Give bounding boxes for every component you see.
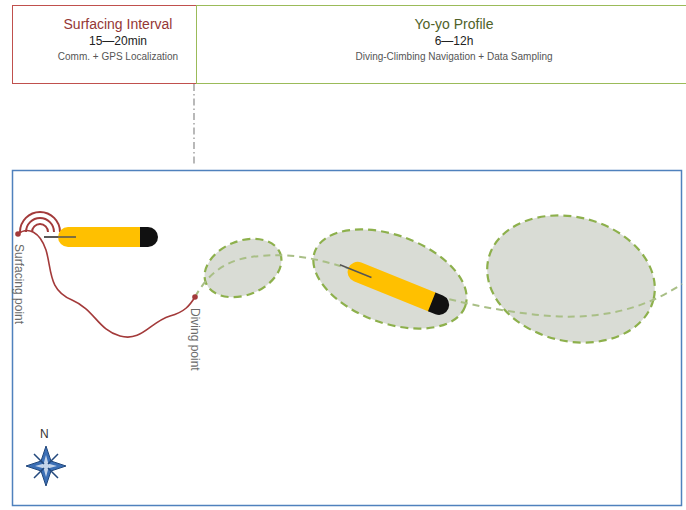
sampling-regions xyxy=(196,198,669,359)
glider-diving xyxy=(336,255,452,317)
diving-dot xyxy=(192,294,198,300)
phase-duration: 6—12h xyxy=(197,34,686,48)
phase-description: Comm. + GPS Localization xyxy=(13,51,223,62)
phase-description: Diving-Climbing Navigation + Data Sampli… xyxy=(197,51,686,62)
phase-title: Surfacing Interval xyxy=(13,16,223,32)
map-frame xyxy=(13,171,682,506)
diving-point-label: Diving point xyxy=(188,308,202,371)
phase-duration: 15—20min xyxy=(13,34,223,48)
phase-title: Yo-yo Profile xyxy=(197,16,686,32)
phase-divider xyxy=(193,84,194,165)
surfacing-point-label: Surfacing point xyxy=(12,244,26,324)
surfacing-dot xyxy=(15,231,21,237)
signal-arcs xyxy=(20,212,60,232)
compass-north: N xyxy=(40,427,49,441)
surfacing-box: Surfacing Interval 15—20minComm. + GPS Lo… xyxy=(12,5,224,84)
compass-rose xyxy=(26,446,66,486)
glider-surface xyxy=(44,227,158,247)
yoyo-box: Yo-yo Profile 6—12hDiving-Climbing Naviga… xyxy=(196,5,686,84)
